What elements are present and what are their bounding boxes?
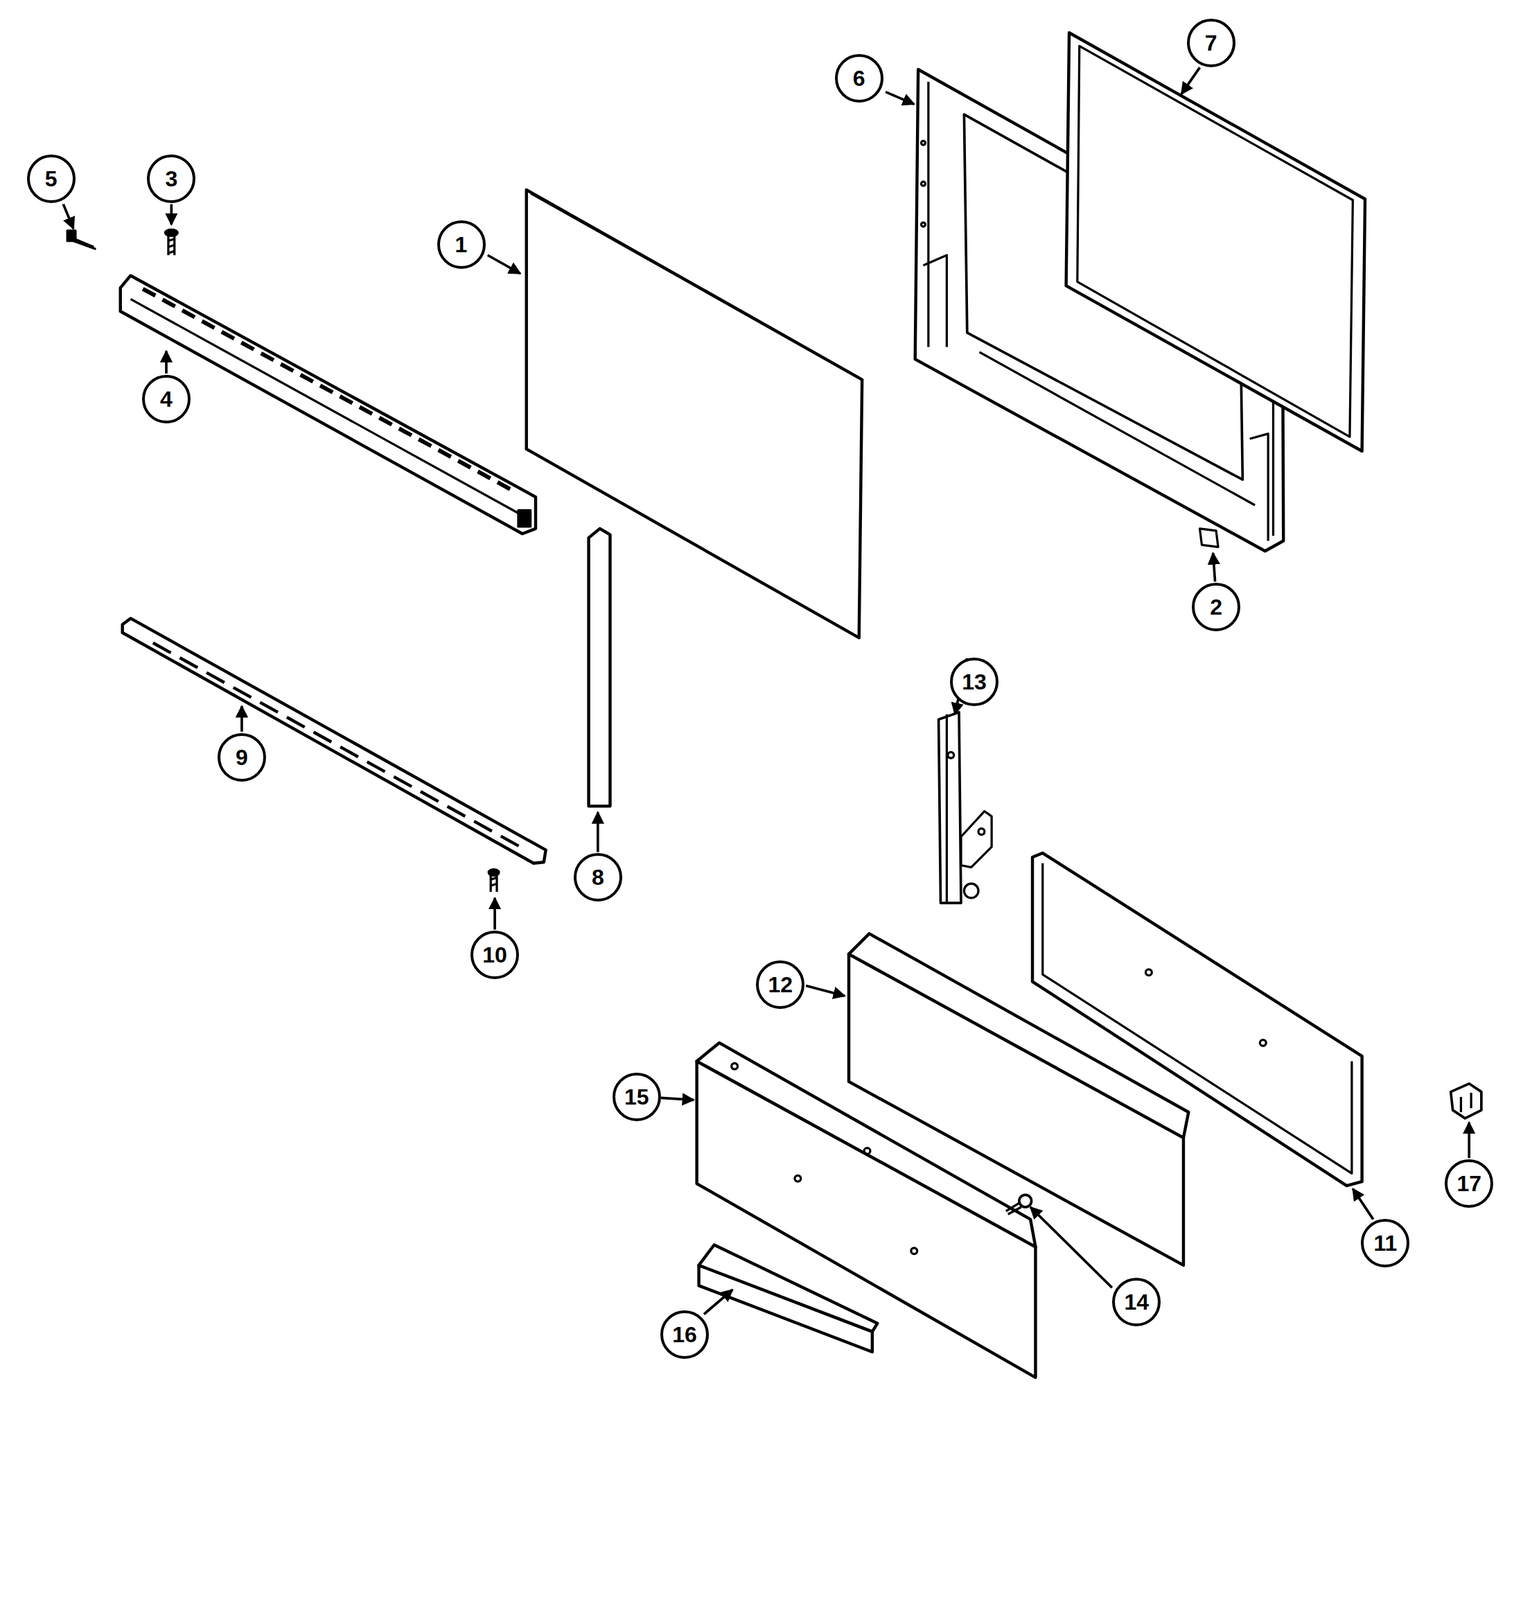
callout-circle: 13 [949, 657, 999, 707]
screw [488, 869, 499, 892]
callout-circle: 16 [660, 1310, 709, 1359]
callout-number: 10 [482, 943, 508, 966]
callout-number: 8 [591, 866, 605, 889]
door-strip [588, 528, 611, 806]
screw [1006, 1194, 1032, 1214]
hinge [938, 712, 993, 903]
drawer-strip [699, 1244, 878, 1352]
callout-number: 15 [624, 1085, 650, 1108]
drawer-front [697, 1042, 1036, 1378]
callout-number: 4 [160, 388, 173, 411]
drawer-panel [1032, 852, 1363, 1186]
callout-number: 1 [455, 233, 468, 256]
screw [67, 230, 96, 250]
callout-number: 9 [235, 746, 249, 769]
callout-number: 17 [1456, 1172, 1482, 1195]
callout-number: 2 [1209, 595, 1223, 619]
callout-number: 6 [852, 67, 866, 90]
leader-lines [63, 67, 1469, 1314]
callout-number: 16 [672, 1323, 698, 1346]
callout-number: 7 [1204, 31, 1218, 55]
callout-number: 11 [1374, 1231, 1398, 1255]
callout-number: 5 [45, 167, 58, 190]
callout-circle: 1 [437, 220, 486, 269]
glass-panel [526, 189, 862, 638]
callout-circle: 12 [755, 960, 805, 1009]
door-gasket [1066, 32, 1366, 452]
callout-circle: 10 [470, 930, 519, 980]
callout-circle: 5 [27, 154, 76, 204]
callout-circle: 11 [1360, 1218, 1410, 1268]
callout-circle: 6 [834, 54, 884, 103]
callout-number: 3 [164, 167, 178, 190]
callout-circle: 17 [1444, 1159, 1494, 1208]
callout-circle: 15 [612, 1072, 662, 1122]
callout-number: 13 [961, 670, 987, 693]
door-bumper [1200, 528, 1219, 548]
callout-circle: 14 [1112, 1277, 1161, 1327]
callout-circle: 4 [142, 374, 191, 424]
clip [1450, 1083, 1482, 1119]
trim-rail [122, 618, 547, 863]
callout-number: 12 [768, 973, 794, 996]
callout-circle: 9 [217, 733, 267, 782]
callout-circle: 3 [146, 154, 196, 204]
callout-circle: 2 [1191, 582, 1241, 632]
callout-circle: 7 [1186, 18, 1236, 68]
callout-circle: 8 [573, 852, 623, 902]
trim-bar [120, 275, 536, 535]
callout-number: 14 [1123, 1290, 1149, 1314]
screw [165, 229, 179, 255]
